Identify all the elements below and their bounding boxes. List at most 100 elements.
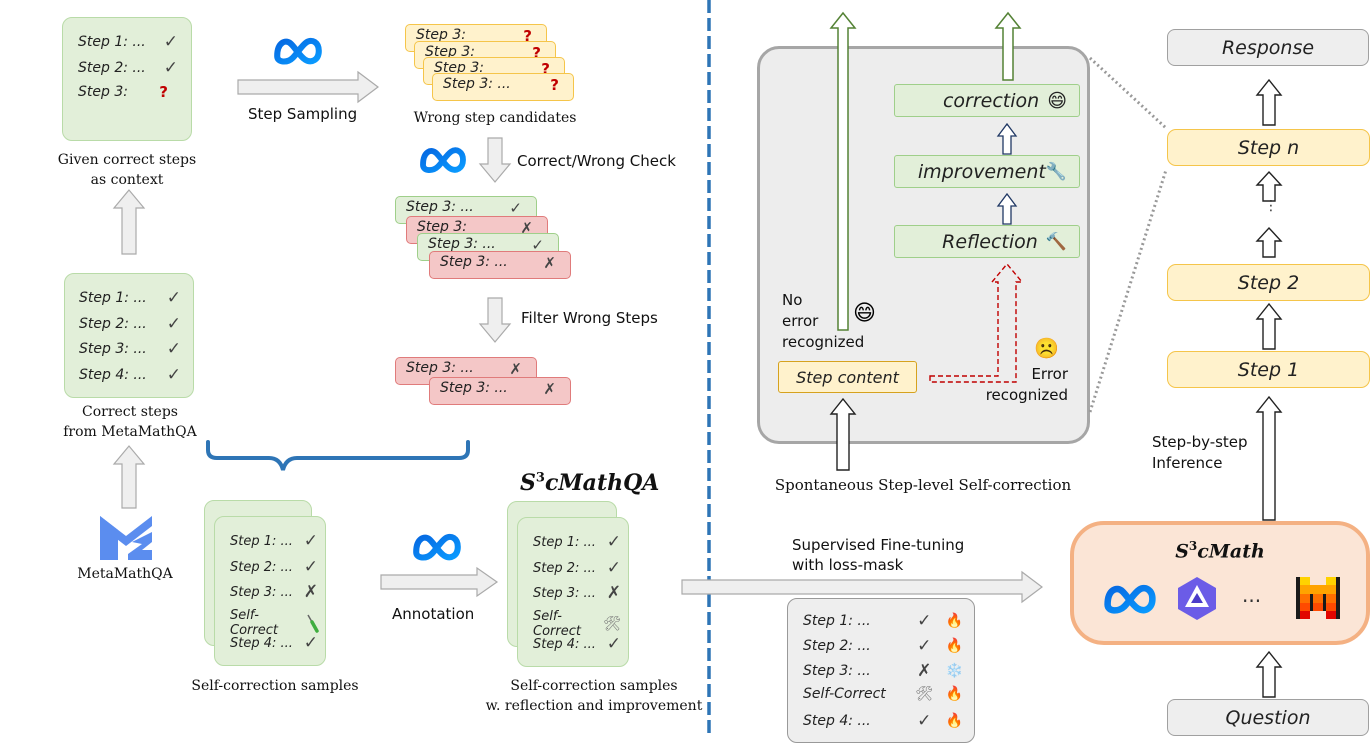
correct-row: Step 4: ... ✓ (79, 365, 181, 385)
loss-mask-row: Step 3: ... ✗ ❄️ (803, 661, 963, 681)
annotation-label: Annotation (392, 605, 475, 623)
title-part: cMathQA (544, 470, 660, 496)
fire-icon: 🔥 (945, 713, 963, 729)
metamathqa-logo-icon (100, 516, 152, 560)
check-icon: ✓ (917, 611, 932, 631)
chip-label: Step 3: ... (440, 380, 508, 396)
check-icon: ✓ (917, 711, 932, 731)
up-arrow-icon (112, 445, 146, 509)
up-arrow-icon (1255, 78, 1283, 126)
cross-icon: ✗ (543, 254, 556, 272)
row-label: Step 3: ... (803, 663, 871, 679)
up-arrow-icon (1255, 170, 1283, 202)
wrong-candidates-caption: Wrong step candidates (413, 110, 577, 126)
row-label: Step 1: ... (79, 290, 147, 306)
cross-icon: ✗ (543, 380, 556, 398)
label-line: Inference (1152, 454, 1223, 472)
correct-steps-box: Step 1: ... ✓ Step 2: ... ✓ Step 3: ... … (64, 273, 194, 398)
label-line: error (782, 312, 819, 330)
context-caption: Given correct steps as context (42, 150, 212, 190)
sample-row: Step 4: ... ✓ (230, 633, 318, 653)
check-icon: ✓ (531, 236, 544, 254)
cross-icon: ✗ (509, 360, 522, 378)
row-label: Step 1: ... (533, 534, 596, 550)
question-mark-icon: ? (532, 44, 541, 62)
label-line: Step-by-step (1152, 433, 1248, 451)
meta-logo-icon (1102, 581, 1158, 615)
check-icon: ✓ (303, 531, 318, 551)
cross-icon: ✗ (917, 661, 932, 681)
dataset-row: Step 4: ... ✓ (533, 634, 621, 654)
tools-icon: 🛠 (603, 616, 621, 632)
check-icon: ✓ (606, 634, 621, 654)
screwdriver-icon (307, 614, 319, 633)
step-sampling-label: Step Sampling (248, 105, 358, 123)
mistral-logo-icon (1296, 577, 1340, 619)
check-icon: ✓ (163, 32, 178, 52)
candidate-chip: Step 3: ... ? (432, 73, 574, 101)
metamathqa-label: MetaMathQA (77, 566, 173, 582)
title-superscript: 3 (1188, 539, 1198, 553)
sample-row: Step 2: ... ✓ (230, 557, 318, 577)
loss-mask-row: Self-Correct 🛠 🔥 (803, 686, 963, 702)
frowning-face-icon: ☹️ (1034, 336, 1059, 360)
chip-label: Step 3: ... (443, 76, 511, 92)
check-icon: ✓ (166, 288, 181, 308)
label-line: recognized (782, 333, 865, 351)
row-label: Step 1: ... (230, 533, 293, 549)
sft-label: Supervised Fine-tuning with loss-mask (792, 535, 964, 575)
model-box: S3cMath ... (1070, 521, 1370, 645)
title-superscript: 3 (535, 470, 545, 486)
brace-icon (206, 440, 470, 471)
row-label: Step 1: ... (803, 613, 871, 629)
wrench-icon: 🔧 (1045, 161, 1067, 182)
row-label: Self-Correct (230, 608, 278, 638)
check-icon: ✓ (917, 636, 932, 656)
checked-chip-wrong: Step 3: ... ✗ (429, 251, 571, 279)
context-row: Step 1: ... ✓ (78, 32, 178, 52)
hammer-icon: 🔨 (1045, 231, 1067, 252)
label-line: No (782, 291, 803, 309)
meta-logo-icon (411, 530, 463, 562)
row-label: Step 4: ... (533, 636, 596, 652)
label-line: recognized (985, 386, 1068, 404)
context-row: Step 2: ... ✓ (78, 58, 178, 78)
check-icon: ✓ (163, 58, 178, 78)
fire-icon: 🔥 (945, 613, 963, 629)
sft-arrow-icon (681, 570, 1043, 604)
cross-icon: ✗ (303, 582, 318, 602)
error-recognized-label: Error recognized (980, 364, 1068, 406)
chip-label: Step 3: ... (406, 360, 474, 376)
up-arrow-icon (1255, 226, 1283, 258)
green-up-arrow-icon (829, 11, 857, 331)
row-label: Step 4: ... (230, 635, 293, 651)
up-arrow-icon (1255, 395, 1283, 521)
row-label: Step 2: ... (533, 560, 596, 576)
caption-line: Given correct steps (57, 152, 197, 168)
chip-label: Step 3: (434, 60, 484, 76)
question-mark-icon: ? (523, 27, 532, 45)
row-label: Step 3: ... (533, 585, 596, 601)
error-path-dashed-arrow (929, 262, 1024, 383)
row-label: Step 3: ... (79, 341, 147, 357)
check-icon: ✓ (166, 339, 181, 359)
qwen-logo-icon (1178, 577, 1216, 620)
caption-line: from MetaMathQA (63, 424, 197, 440)
row-label: Step 2: ... (803, 638, 871, 654)
row-label: Step 3: (78, 84, 128, 100)
check-icon: ✓ (509, 199, 522, 217)
title-part: S (520, 470, 536, 496)
check-icon: ✓ (303, 557, 318, 577)
chip-label: Step 3: (416, 27, 466, 43)
title-part: cMath (1197, 540, 1265, 563)
label-line: with loss-mask (792, 556, 904, 574)
meta-logo-icon (418, 144, 468, 174)
self-correction-card: Step 1: ... ✓ Step 2: ... ✓ Step 3: ... … (214, 516, 326, 666)
reflection-stage: Reflection 🔨 (894, 225, 1080, 258)
chip-label: Step 3: ... (406, 199, 474, 215)
response-box: Response (1167, 29, 1369, 66)
label-line: Error (1031, 365, 1068, 383)
chip-label: Step 3: (417, 219, 467, 235)
panel-caption: Spontaneous Step-level Self-correction (774, 476, 1072, 494)
dataset-title: S3cMathQA (520, 470, 659, 496)
